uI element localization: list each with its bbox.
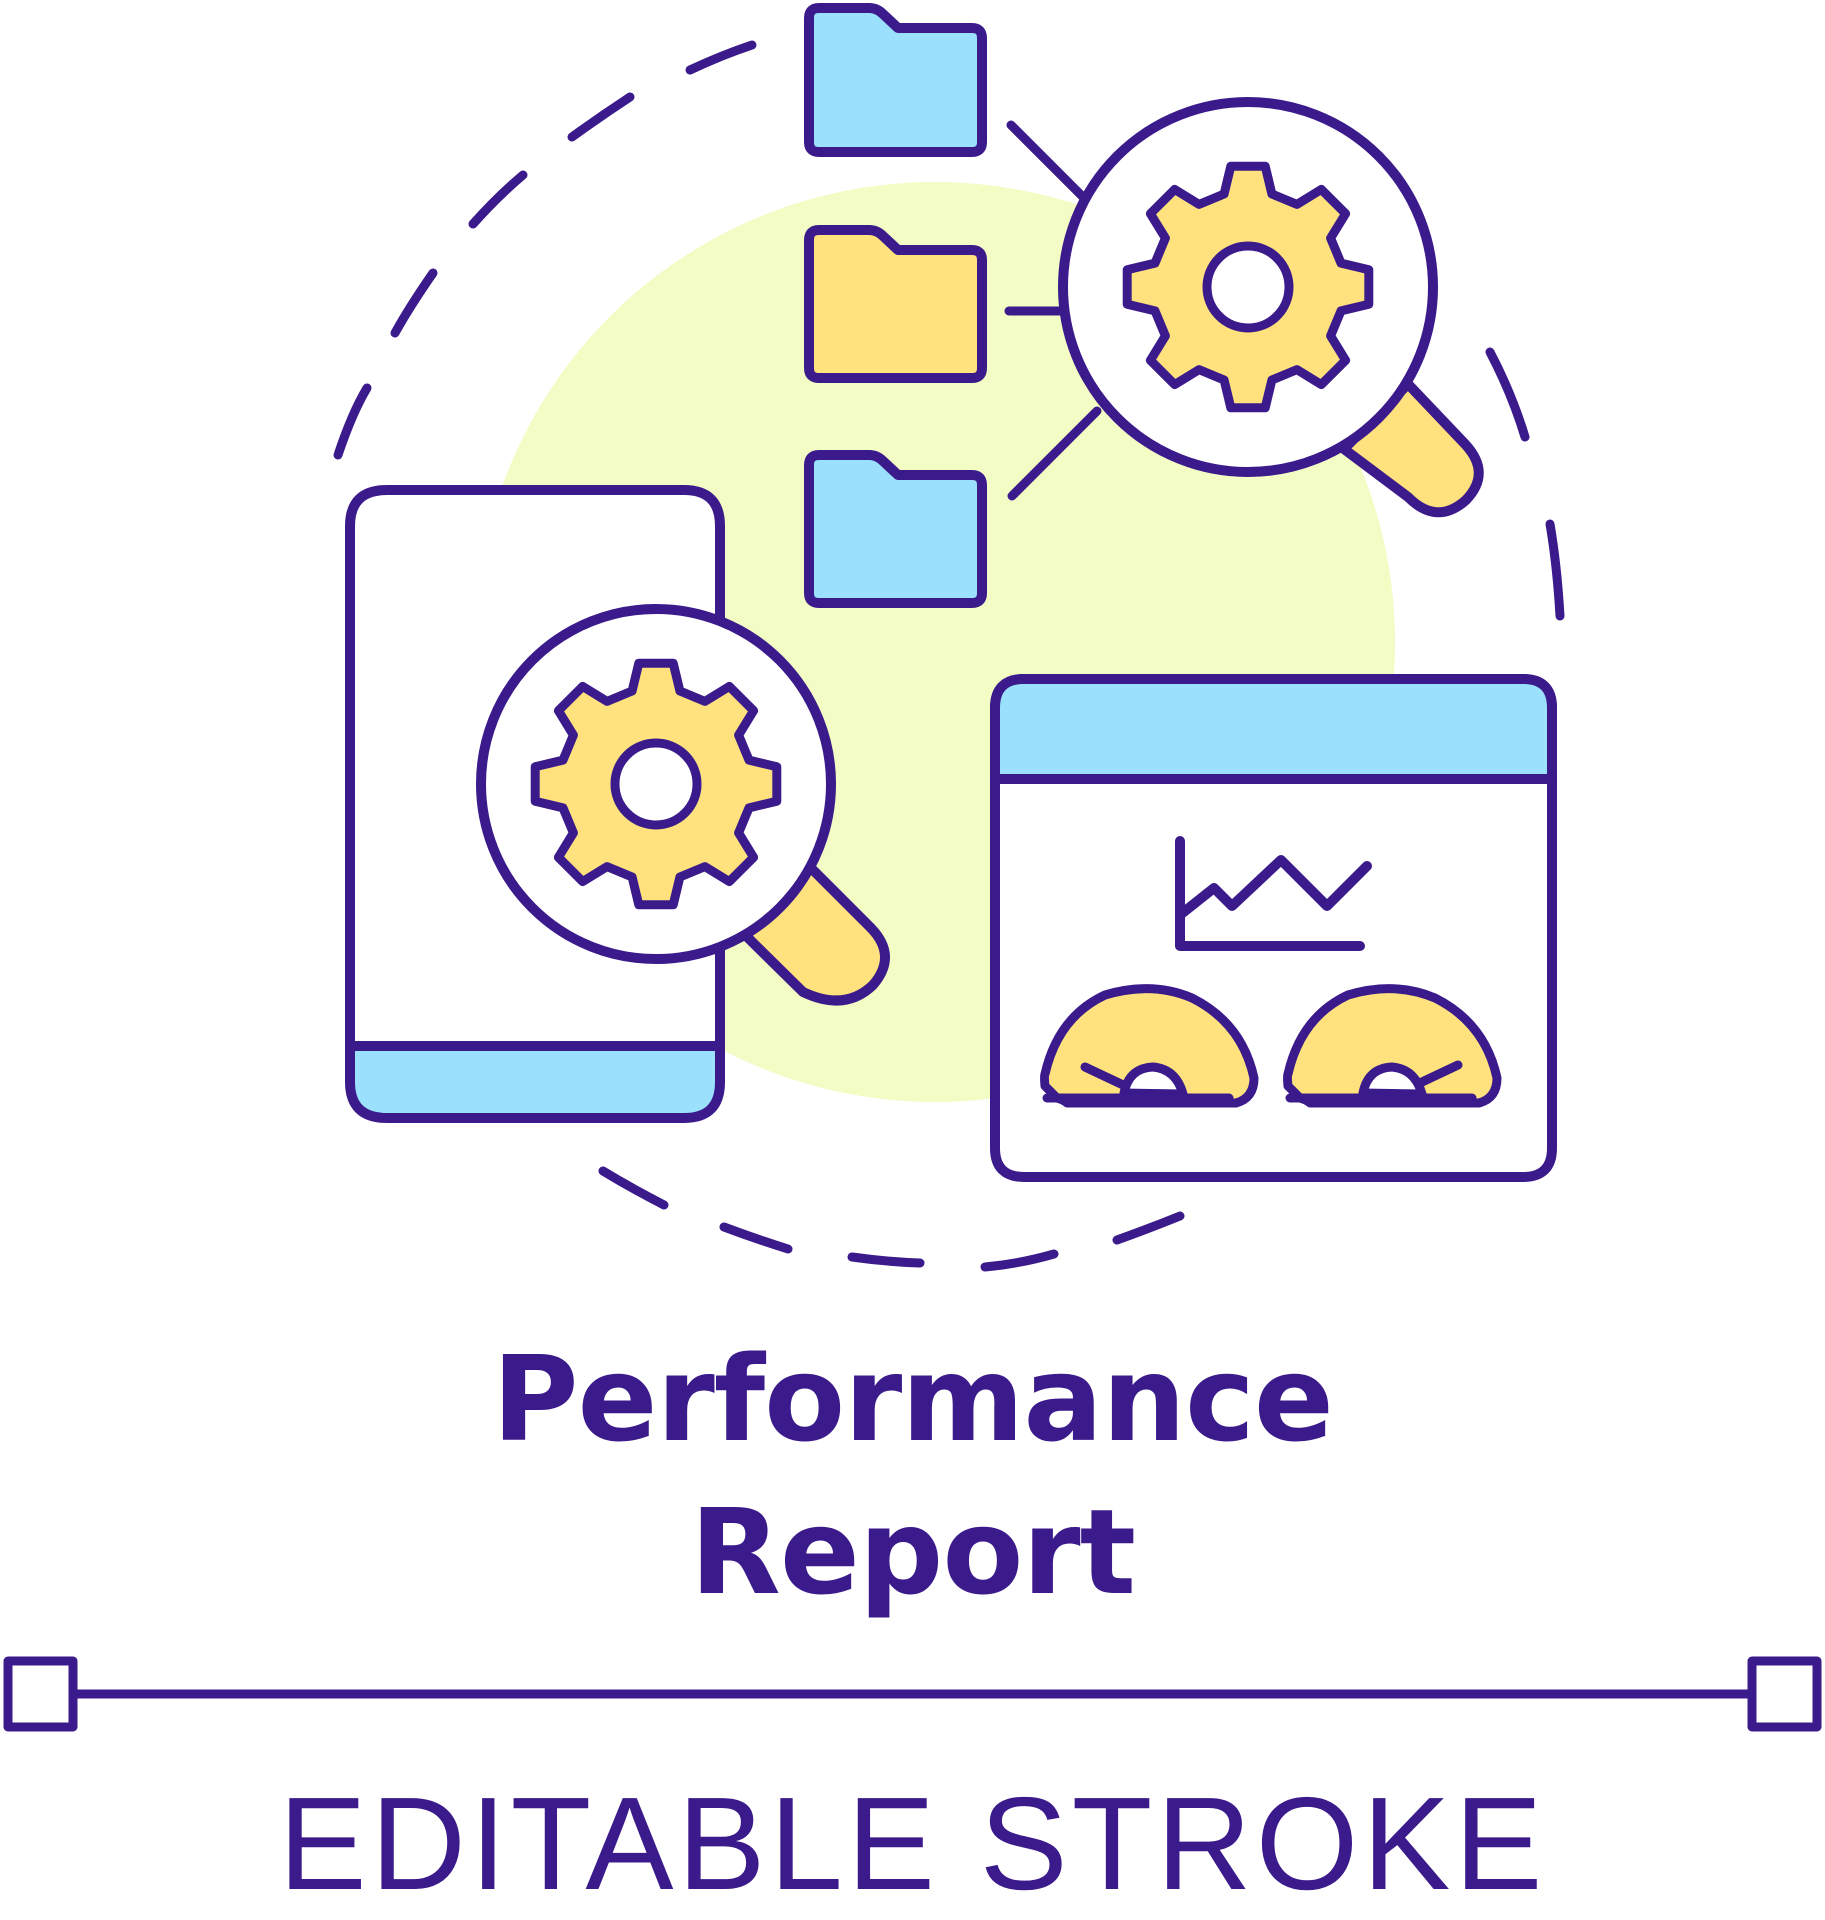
folder-icon xyxy=(804,3,987,157)
gauge-icon xyxy=(1283,984,1502,1108)
editable-stroke-label: EDITABLE STROKE xyxy=(278,1770,1547,1917)
connector-lines xyxy=(1004,120,1102,501)
dashed-orbit xyxy=(333,40,1565,1272)
title-line-1: Performance xyxy=(492,1330,1334,1468)
gauge-icon xyxy=(1040,984,1259,1108)
folder-icon xyxy=(804,225,987,383)
line-chart-icon xyxy=(1175,836,1372,951)
folder-icon xyxy=(804,450,987,608)
gear-icon xyxy=(1122,161,1374,413)
editable-stroke-rule xyxy=(3,1656,1822,1732)
gear-icon xyxy=(530,658,782,910)
title-line-2: Report xyxy=(689,1483,1136,1621)
